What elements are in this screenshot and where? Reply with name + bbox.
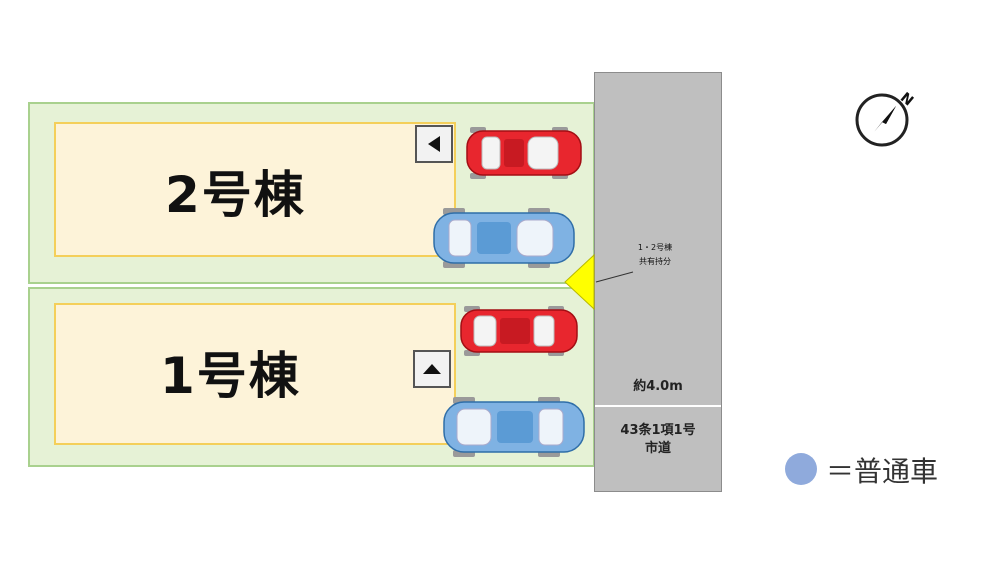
shared-note-leader-line bbox=[595, 271, 634, 283]
building-2-footprint bbox=[54, 122, 456, 257]
entrance-2-marker bbox=[415, 125, 453, 163]
legend-text: ＝普通車 bbox=[826, 455, 939, 488]
shared-ownership-marker bbox=[564, 253, 595, 311]
road-width-label: 約4.0m bbox=[633, 379, 683, 394]
legend-marker bbox=[785, 453, 817, 485]
building-1-label: 1号棟 bbox=[160, 347, 301, 405]
road-divider bbox=[595, 405, 721, 407]
north-arrow-icon: N bbox=[855, 90, 916, 147]
car-blue-1 bbox=[443, 397, 585, 457]
triangle-left-icon bbox=[428, 136, 440, 152]
car-red-2 bbox=[466, 127, 582, 179]
shared-note-line1: 1・2号棟 bbox=[637, 243, 673, 252]
car-red-1 bbox=[460, 306, 578, 356]
shared-note-line2: 共有持分 bbox=[639, 257, 671, 266]
car-blue-2 bbox=[433, 208, 575, 268]
road-type-line1: 43条1項1号 bbox=[620, 423, 696, 438]
entrance-1-marker bbox=[413, 350, 451, 388]
triangle-up-icon bbox=[423, 364, 441, 374]
building-1-footprint bbox=[54, 303, 456, 445]
road-type-line2: 市道 bbox=[644, 441, 671, 456]
building-2-label: 2号棟 bbox=[165, 166, 306, 224]
